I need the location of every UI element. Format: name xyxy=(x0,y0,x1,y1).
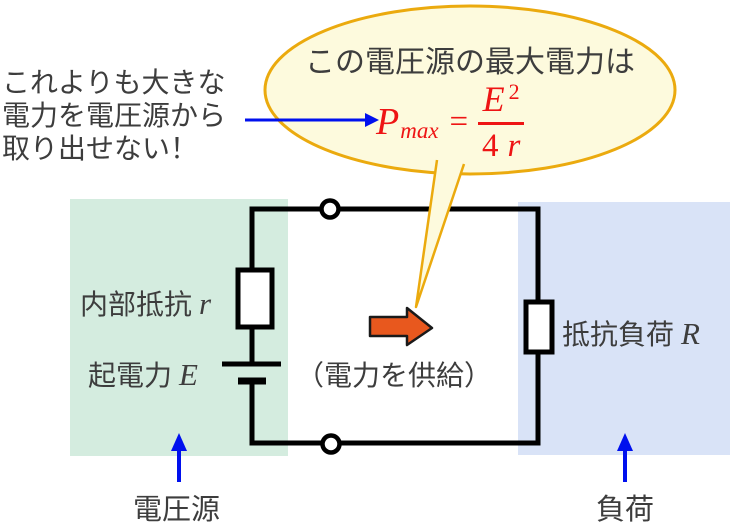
formula-numerator: E 2 xyxy=(479,81,524,122)
speech-bubble-tail xyxy=(414,159,466,309)
formula-denominator-coeff: 4 xyxy=(482,128,499,164)
top-wire xyxy=(249,206,541,304)
terminal-bottom-icon xyxy=(320,433,342,455)
voltage-source-pointer-arrow-icon xyxy=(171,433,187,482)
internal-resistance-label: 内部抵抗 r xyxy=(80,283,211,323)
note-text: これよりも大きな 電力を電圧源から 取り出せない！ xyxy=(2,66,226,165)
speech-bubble xyxy=(263,4,677,176)
callout-arrow-icon xyxy=(245,113,379,127)
load-resistance-text: 抵抗負荷 xyxy=(562,319,675,350)
emf-symbol: E xyxy=(179,357,198,392)
formula-lhs-subscript: max xyxy=(400,117,439,143)
note-line-3: 取り出せない！ xyxy=(2,133,199,164)
emf-text: 起電力 xyxy=(88,360,173,391)
power-flow-arrow-icon xyxy=(368,306,434,347)
circuit-wires xyxy=(249,206,541,446)
note-line-1: これよりも大きな xyxy=(2,67,226,98)
max-power-formula: P max = E 2 4 r xyxy=(376,72,525,172)
load-resistance-symbol: R xyxy=(681,316,700,351)
formula-numerator-exponent: 2 xyxy=(508,79,520,104)
formula-denominator: 4 r xyxy=(482,125,520,163)
bottom-wire xyxy=(249,351,541,446)
formula-fraction-bar xyxy=(478,122,525,125)
bubble-heading: この電圧源の最大電力は xyxy=(305,46,635,79)
load-resistor-symbol xyxy=(523,299,555,355)
internal-resistance-text: 内部抵抗 xyxy=(80,289,193,320)
power-supply-caption: （電力を供給） xyxy=(296,360,493,391)
emf-label: 起電力 E xyxy=(88,354,198,394)
load-pointer-arrow-icon xyxy=(617,433,633,482)
formula-denominator-symbol: r xyxy=(507,128,521,164)
internal-resistor-symbol xyxy=(235,267,275,330)
load-resistance-label: 抵抗負荷 R xyxy=(562,313,700,353)
internal-resistance-symbol: r xyxy=(199,286,212,321)
note-line-2: 電力を電圧源から xyxy=(2,100,227,131)
formula-equals: = xyxy=(449,103,469,140)
load-caption: 負荷 xyxy=(596,494,655,526)
battery-symbol xyxy=(222,361,281,385)
formula-lhs: P xyxy=(376,101,400,143)
terminal-top-icon xyxy=(319,198,341,220)
formula-fraction: E 2 4 r xyxy=(478,81,525,163)
formula-numerator-base: E xyxy=(482,79,505,119)
voltage-source-caption: 電圧源 xyxy=(133,494,221,526)
